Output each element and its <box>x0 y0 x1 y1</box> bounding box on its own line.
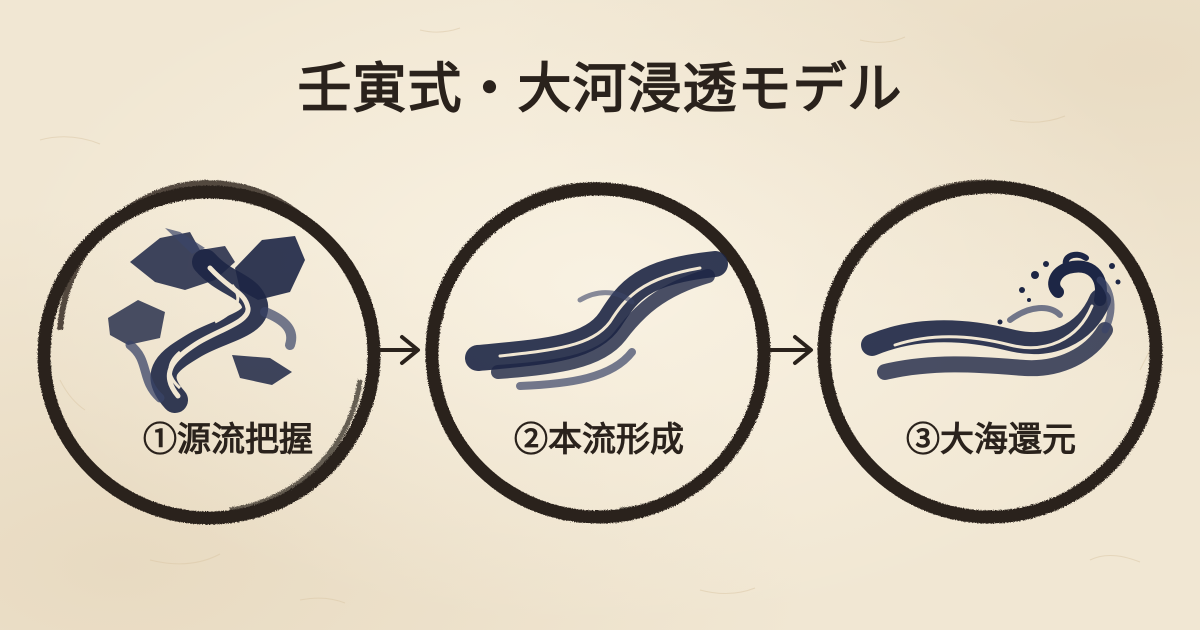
stage-label-3: ③大海還元 <box>906 420 1076 460</box>
stage-label-2: ②本流形成 <box>514 420 684 460</box>
connector-arrow-2 <box>768 335 813 365</box>
stage-3 <box>817 179 1163 524</box>
river-flow-icon <box>465 251 728 390</box>
stage-1 <box>37 180 381 525</box>
stage-2 <box>425 182 771 524</box>
diagram-title: 壬寅式・大河浸透モデル <box>297 56 903 120</box>
ocean-wave-icon <box>861 251 1121 380</box>
enso-circle <box>37 180 381 525</box>
stage-label-1: ①源流把握 <box>143 420 313 460</box>
enso-circle <box>425 182 771 524</box>
connector-arrow-1 <box>375 335 420 365</box>
mountain-stream-icon <box>108 228 305 413</box>
enso-circle <box>817 179 1163 524</box>
